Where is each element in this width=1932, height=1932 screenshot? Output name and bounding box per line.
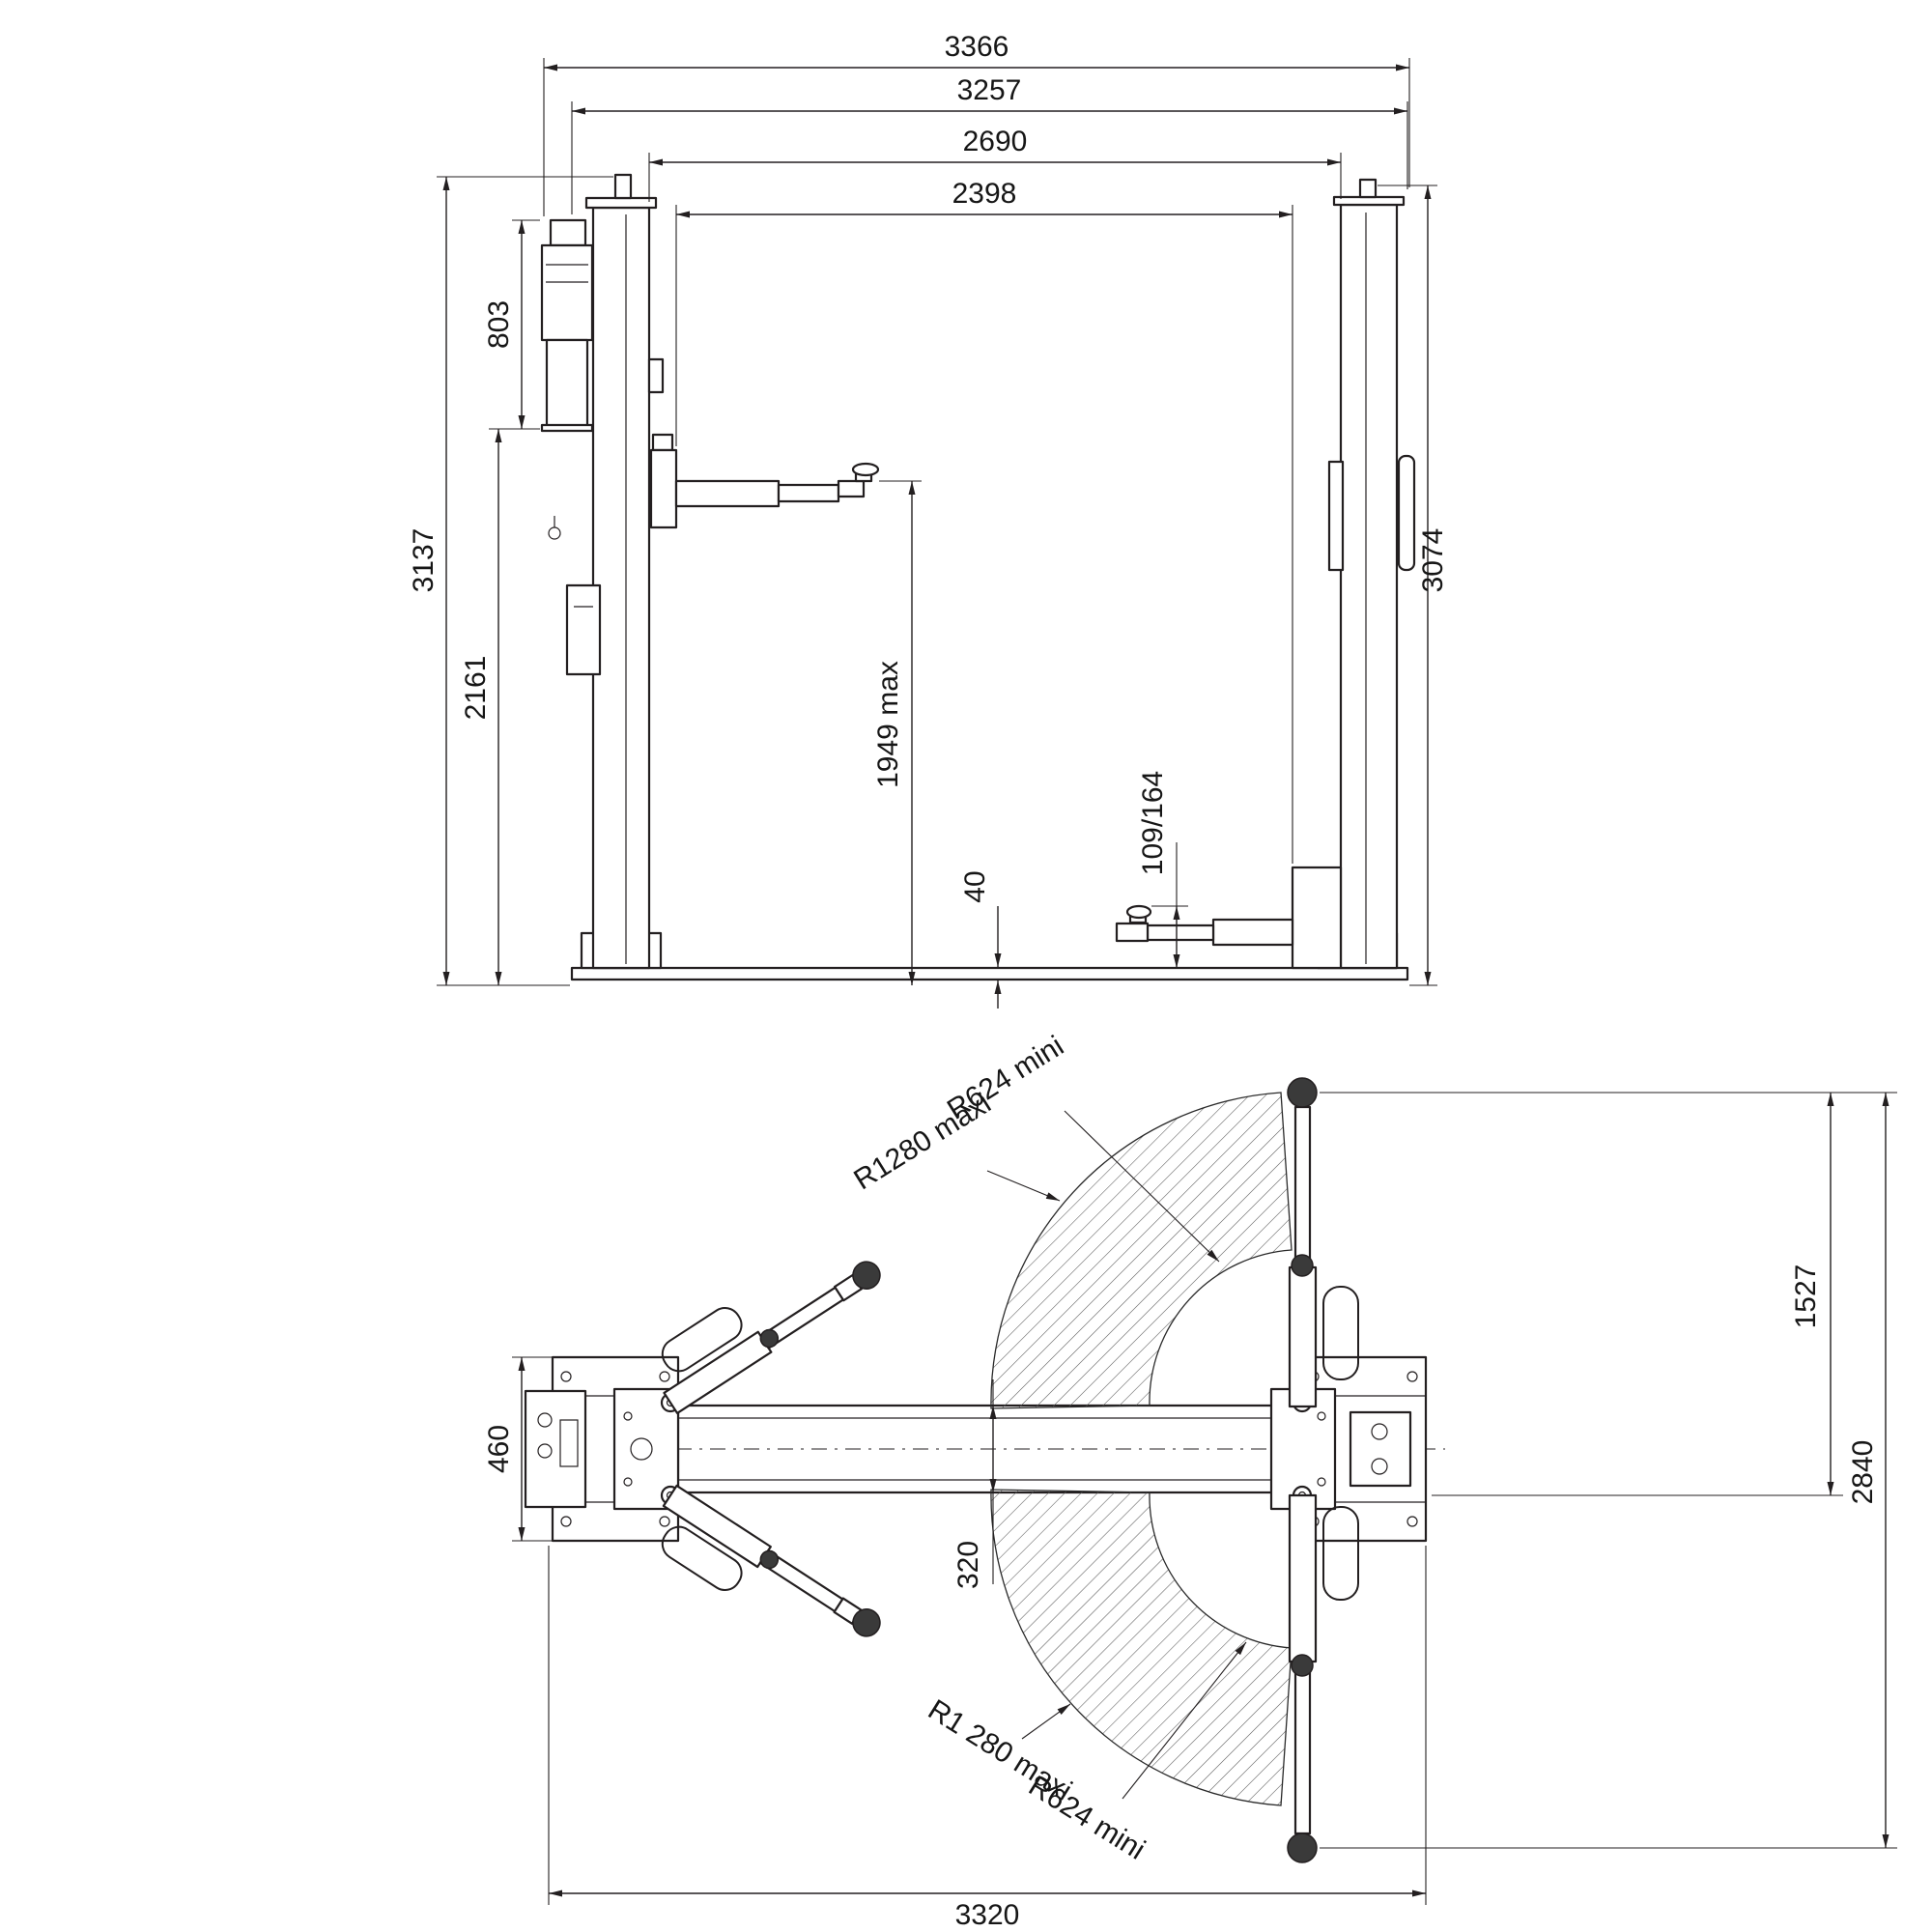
dim-base-step: 40 [959, 870, 1002, 1009]
dim-label-40: 40 [959, 870, 991, 902]
front-right-lift-pad [1287, 1077, 1318, 1108]
dim-label-3074: 3074 [1417, 528, 1449, 593]
left-column-top-bracket [613, 173, 633, 200]
arm-joint-pad [1291, 1654, 1314, 1677]
dim-baseplate-width: 3257 [571, 74, 1408, 214]
control-box [565, 583, 602, 676]
arm-handle [661, 1307, 743, 1373]
dim-label-2161: 2161 [460, 656, 492, 721]
rear-left-lift-pad [852, 1608, 881, 1637]
callout-front-radius-max: R1280 maxi [848, 1088, 1061, 1202]
dim-overall-height: 3137 [408, 176, 613, 986]
lowered-carriage-arm [1115, 866, 1343, 970]
rear-right-lift-pad [1287, 1833, 1318, 1863]
dim-under-unit-height: 2161 [460, 429, 502, 985]
hook [548, 526, 561, 540]
dim-label-2840: 2840 [1847, 1440, 1879, 1505]
rear-left-arm [661, 1484, 881, 1637]
dim-label-3320: 3320 [955, 1899, 1020, 1931]
dim-beam-width: 320 [952, 1379, 997, 1589]
rear-right-arm [1287, 1493, 1359, 1863]
dim-label-460: 460 [483, 1425, 515, 1473]
left-post-base [524, 1355, 681, 1543]
dim-label-3137: 3137 [408, 528, 440, 593]
dim-carriage-distance: 2398 [675, 178, 1293, 864]
front-arm-swing-sector [990, 1092, 1293, 1409]
arm-handle [1322, 1286, 1359, 1380]
dim-label-109-164: 109/164 [1137, 771, 1169, 875]
left-column [591, 206, 651, 970]
dim-plan-overall-width: 3320 [548, 1546, 1427, 1931]
right-column-cover [1397, 454, 1416, 572]
arm-handle [661, 1525, 743, 1591]
dim-label-803: 803 [483, 300, 515, 349]
right-column-top-bracket [1358, 178, 1378, 199]
base-plate [570, 966, 1409, 981]
dim-label-3366: 3366 [945, 31, 1009, 63]
arm-handle [1322, 1506, 1359, 1601]
front-left-arm [661, 1261, 881, 1415]
front-elevation-view: 3366 3257 2690 2398 803 [408, 31, 1449, 1009]
hydraulic-block [1349, 1410, 1412, 1488]
dim-label-1527: 1527 [1790, 1264, 1822, 1329]
dim-column-height: 3074 [1378, 185, 1449, 986]
label-r1280-front: R1280 maxi [848, 1088, 996, 1197]
dim-base-depth: 460 [483, 1356, 553, 1542]
dim-label-1949: 1949 max [872, 661, 904, 788]
plan-view: R624 mini R1280 maxi R1 280 maxi R624 mi… [483, 1030, 1897, 1931]
left-column-cap [584, 196, 658, 210]
arm-joint-pad [759, 1549, 780, 1570]
dim-label-3257: 3257 [957, 74, 1022, 106]
right-column [1339, 203, 1399, 970]
dim-label-2690: 2690 [963, 126, 1028, 157]
right-column-cap [1332, 195, 1406, 207]
power-unit-plan [524, 1389, 587, 1509]
dim-pad-min-height: 109/164 [1137, 771, 1188, 968]
dim-label-320: 320 [952, 1541, 984, 1589]
power-unit [540, 218, 594, 433]
dim-label-2398: 2398 [952, 178, 1017, 210]
label-r624-rear: R624 mini [1023, 1770, 1151, 1866]
arm-lock [647, 357, 665, 394]
dim-clear-width: 2690 [648, 126, 1342, 202]
right-column-inner-plate [1327, 460, 1345, 572]
dim-pivot-span: 1527 [1320, 1092, 1897, 1496]
dim-overall-width: 3366 [543, 31, 1410, 216]
dim-power-unit-height: 803 [483, 219, 540, 430]
arm-joint-pad [759, 1328, 780, 1349]
dim-overall-depth: 2840 [1320, 1093, 1897, 1849]
raised-carriage-arm [649, 433, 880, 529]
front-left-lift-pad [852, 1261, 881, 1290]
front-right-arm [1287, 1077, 1359, 1408]
arm-joint-pad [1291, 1254, 1314, 1277]
dim-max-lift-height: 1949 max [872, 480, 922, 985]
